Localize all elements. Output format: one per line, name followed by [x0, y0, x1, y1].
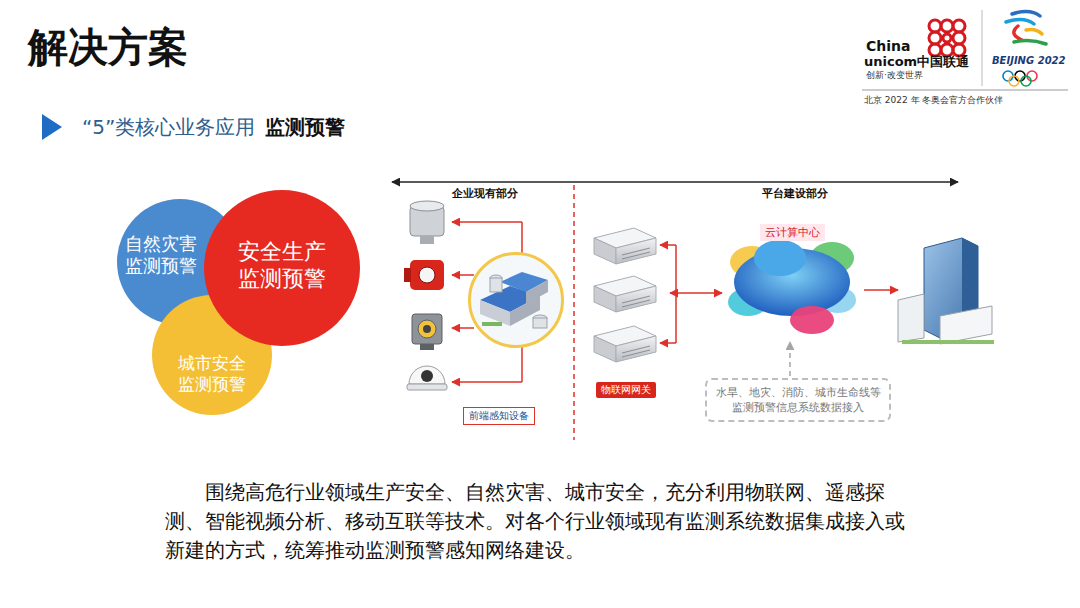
logo-text: China [866, 38, 910, 54]
logo-rule [862, 90, 1068, 91]
sensor-group: 前端感知设备 [468, 252, 564, 348]
logo-divider [982, 10, 983, 86]
subtitle-emphasis: 监测预警 [265, 114, 345, 141]
gateway-wires [660, 245, 676, 343]
node-label: 城市安全监测预警 [175, 353, 248, 396]
building-picture [898, 238, 994, 344]
subtitle: “5”类核心业务应用 [82, 114, 255, 141]
logo-slogan: 创新·改变世界 [866, 69, 923, 82]
bullet-triangle [42, 114, 62, 140]
node-label: 安全生产监测预警 [235, 238, 330, 293]
logo-text: BEIJING 2022 [992, 55, 1066, 66]
section-label: 平台建设部分 [762, 186, 828, 201]
node-label: 自然灾害监测预警 [122, 233, 199, 278]
olympic-rings [1003, 71, 1037, 86]
logo-text: unicom中国联通 [864, 53, 969, 71]
slide-title: 解决方案 [28, 20, 188, 75]
section-label: 企业现有部分 [452, 186, 518, 201]
connector [670, 292, 722, 294]
beijing-2022-emblem [1006, 11, 1046, 44]
cloud-center: 云计算中心 [722, 222, 862, 342]
body-paragraph: 围绕高危行业领域生产安全、自然灾害、城市安全，充分利用物联网、遥感探测、智能视频… [165, 478, 910, 565]
partner-line: 北京 2022 年 冬奥会官方合作伙伴 [864, 94, 1004, 107]
data-access-box: 水旱、地灾、消防、城市生命线等监测预警信息系统数据接入 [705, 378, 891, 422]
node-label: 物联网网关 [596, 382, 656, 398]
node-label: 云计算中心 [760, 224, 825, 241]
cloud-to-building-arrow [864, 289, 898, 291]
extent-arrow [392, 181, 958, 183]
node-label: 前端感知设备 [463, 407, 535, 425]
cloud-picture [728, 240, 856, 334]
node-label: 水旱、地灾、消防、城市生命线等监测预警信息系统数据接入 [715, 385, 881, 414]
unicom-logo [929, 20, 965, 56]
gateway-group: 物联网网关 [588, 226, 668, 398]
factory-picture [470, 254, 562, 346]
divider-line [573, 185, 575, 440]
category-circle: 安全生产监测预警 [204, 190, 360, 346]
sensor-icons [404, 201, 447, 390]
connector [789, 342, 791, 376]
